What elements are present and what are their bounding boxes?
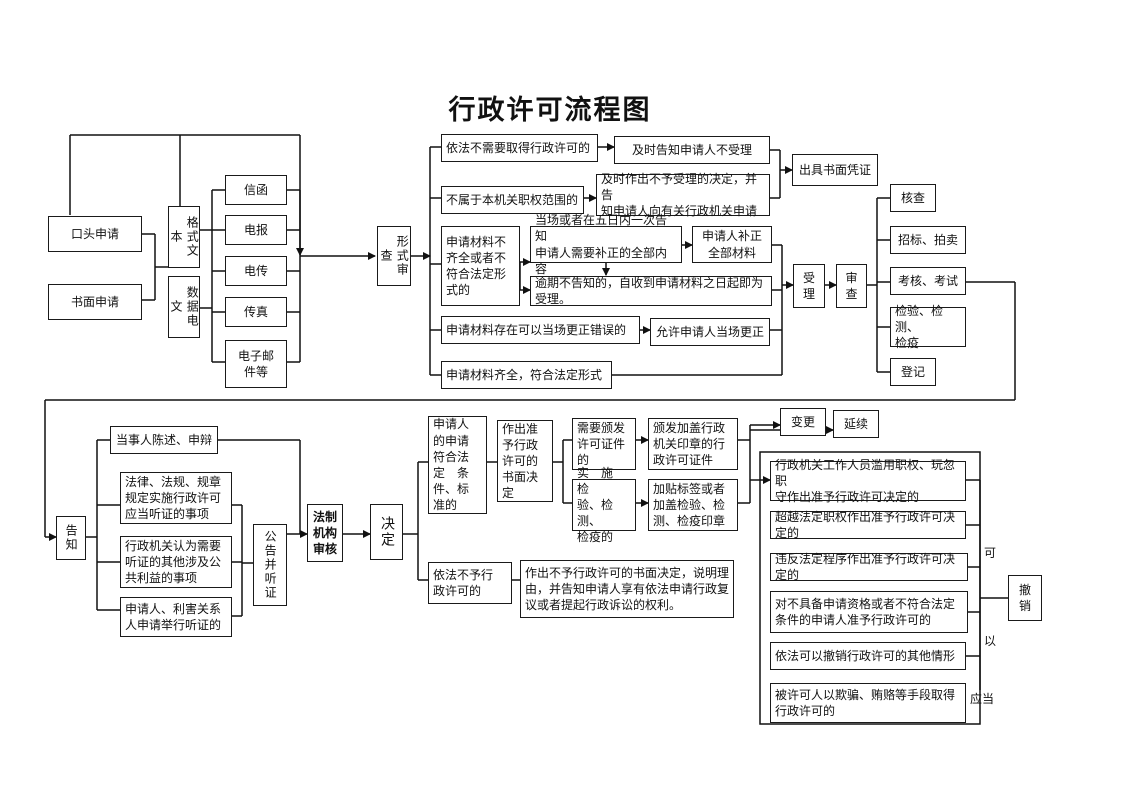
written-application-box: 书面申请 xyxy=(48,284,142,320)
issue-written-voucher-box: 出具书面凭证 xyxy=(792,154,878,186)
bidding-auction-box: 招标、拍卖 xyxy=(890,226,966,254)
written-denial-box: 作出不予行政许可的书面决定，说明理 由，并告知申请人享有依法申请行政复 议或者提… xyxy=(520,560,734,618)
statutory-hearing-box: 法律、法规、规章 规定实施行政许可 应当听证的事项 xyxy=(120,472,232,524)
overdue-deemed-accepted-box: 逾期不告知的，自收到申请材料之日起即为受理。 xyxy=(530,276,772,306)
email-box: 电子邮 件等 xyxy=(225,340,287,388)
notify-within-five-days-box: 当场或者在五日内一次告知 申请人需要补正的全部内容 xyxy=(530,213,682,276)
inspection-needed-box: 实 施 检 验、检测、 检疫的 xyxy=(572,466,636,544)
allow-correction-box: 允许申请人当场更正 xyxy=(650,318,770,346)
exceed-authority-box: 超越法定职权作出准予行政许可决定的 xyxy=(770,510,966,540)
decision-box: 决定 xyxy=(370,504,403,560)
notify-box: 告知 xyxy=(56,516,86,560)
correctable-error-box: 申请材料存在可以当场更正错误的 xyxy=(441,316,640,344)
materials-complete-box: 申请材料齐全，符合法定形式 xyxy=(441,361,612,389)
accept-box: 受 理 xyxy=(793,264,825,308)
label-ke: 可 xyxy=(984,546,997,560)
license-needed-box: 需要颁发 许可证件 的 xyxy=(572,418,636,470)
teletype-box: 电传 xyxy=(225,256,287,286)
violate-procedure-box: 违反法定程序作出准予行政许可决定的 xyxy=(770,552,968,582)
unqualified-applicant-box: 对不具备申请资格或者不符合法定 条件的申请人准予行政许可的 xyxy=(770,591,968,633)
public-notice-hearing-box: 公告并听证 xyxy=(253,524,287,606)
letter-box: 信函 xyxy=(225,175,287,205)
inspection-testing-box: 检验、检测、 检疫 xyxy=(890,304,966,350)
label-yi: 以 xyxy=(984,634,997,648)
label-seal-box: 加贴标签或者 加盖检验、检 测、检疫印章 xyxy=(648,479,738,531)
no-permit-needed-box: 依法不需要取得行政许可的 xyxy=(441,134,598,162)
format-text-box: 格式文本 xyxy=(168,206,200,268)
legal-review-box: 法制 机构 审核 xyxy=(307,504,343,562)
issue-license-box: 颁发加盖行政 机关印章的行 政许可证件 xyxy=(648,418,738,470)
data-message-box: 数据电文 xyxy=(168,276,200,338)
public-interest-hearing-box: 行政机关认为需要 听证的其他涉及公 共利益的事项 xyxy=(120,536,232,588)
not-in-jurisdiction-box: 不属于本机关职权范围的 xyxy=(441,186,584,214)
revoke-box: 撤 销 xyxy=(1008,575,1042,621)
incomplete-materials-box: 申请材料不 齐全或者不 符合法定形 式的 xyxy=(441,226,520,306)
verify-box: 核查 xyxy=(890,184,936,212)
assessment-exam-box: 考核、考试 xyxy=(890,267,966,295)
oral-application-box: 口头申请 xyxy=(48,216,142,252)
supplement-materials-box: 申请人补正 全部材料 xyxy=(692,226,772,263)
registration-box: 登记 xyxy=(890,358,936,386)
written-approval-decision-box: 作出准 予行政 许可的 书面决 定 xyxy=(497,420,553,502)
permit-denied-box: 依法不予行 政许可的 xyxy=(428,562,512,604)
other-revocation-box: 依法可以撤销行政许可的其他情形 xyxy=(770,642,966,670)
reject-decision-box: 及时作出不予受理的决定，并告 知申请人向有关行政机关申请 xyxy=(596,172,770,218)
notify-not-accepted-box: 及时告知申请人不受理 xyxy=(614,136,770,164)
label-yingdang: 应当 xyxy=(970,692,995,706)
form-review-box: 形式审查 xyxy=(377,226,411,286)
party-statement-box: 当事人陈述、申辩 xyxy=(110,426,218,454)
fax-box: 传真 xyxy=(225,297,287,327)
abuse-of-power-box: 行政机关工作人员滥用职权、玩忽职 守作出准予行政许可决定的 xyxy=(770,458,966,504)
application-qualified-box: 申请人 的申请 符合法 定 条 件、标 准的 xyxy=(428,416,487,514)
review-box: 审 查 xyxy=(836,264,867,308)
party-request-hearing-box: 申请人、利害关系 人申请举行听证的 xyxy=(120,597,232,637)
extension-box: 延续 xyxy=(833,410,879,438)
change-box: 变更 xyxy=(780,408,826,436)
fraud-bribery-box: 被许可人以欺骗、贿赂等手段取得 行政许可的 xyxy=(770,683,966,723)
page-title: 行政许可流程图 xyxy=(448,95,652,126)
telegram-box: 电报 xyxy=(225,215,287,245)
